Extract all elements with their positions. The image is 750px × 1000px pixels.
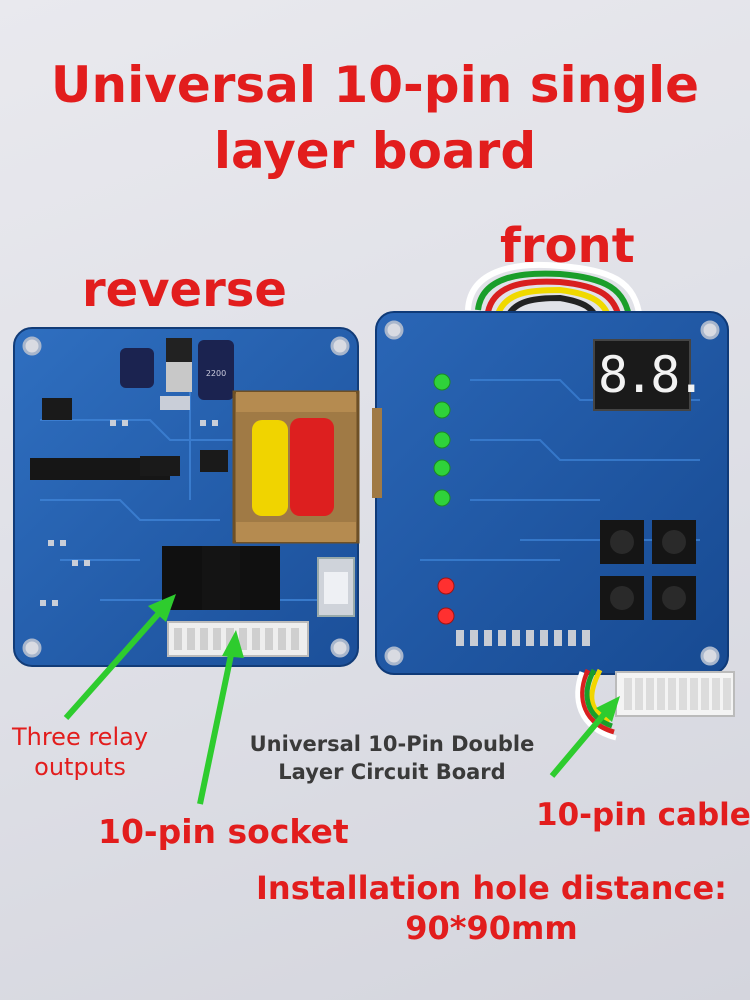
hole-distance-label: Installation hole distance: 90*90mm <box>256 868 727 948</box>
socket-arrow <box>197 630 244 805</box>
hole-label-line-1: Installation hole distance: <box>256 869 727 907</box>
front-label: front <box>500 218 635 274</box>
cable-label: 10-pin cable <box>536 797 750 833</box>
wire-bundle <box>465 261 643 323</box>
title-line-2: layer board <box>213 122 537 180</box>
double-label-line-1: Universal 10-Pin Double <box>249 732 535 756</box>
relay-label-line-2: outputs <box>34 753 126 781</box>
title-line-1: Universal 10-pin single <box>50 56 700 114</box>
seven-segment-display: 8.8. <box>598 346 706 404</box>
relay-label-line-1: Three relay <box>11 723 149 751</box>
relay-outputs-label: Three relay outputs <box>0 722 160 782</box>
reverse-label: reverse <box>82 262 287 318</box>
svg-text:2200: 2200 <box>206 369 226 378</box>
relay-arrow <box>63 594 176 720</box>
socket-label: 10-pin socket <box>98 812 349 851</box>
hole-label-line-2: 90*90mm <box>405 909 578 947</box>
ten-pin-cable <box>575 668 735 741</box>
double-layer-label: Universal 10-Pin Double Layer Circuit Bo… <box>232 730 552 786</box>
reverse-board: 2200 <box>13 327 360 667</box>
front-board <box>372 311 729 675</box>
cable-arrow <box>549 696 620 778</box>
page-title: Universal 10-pin single layer board <box>0 52 750 184</box>
double-label-line-2: Layer Circuit Board <box>278 760 506 784</box>
